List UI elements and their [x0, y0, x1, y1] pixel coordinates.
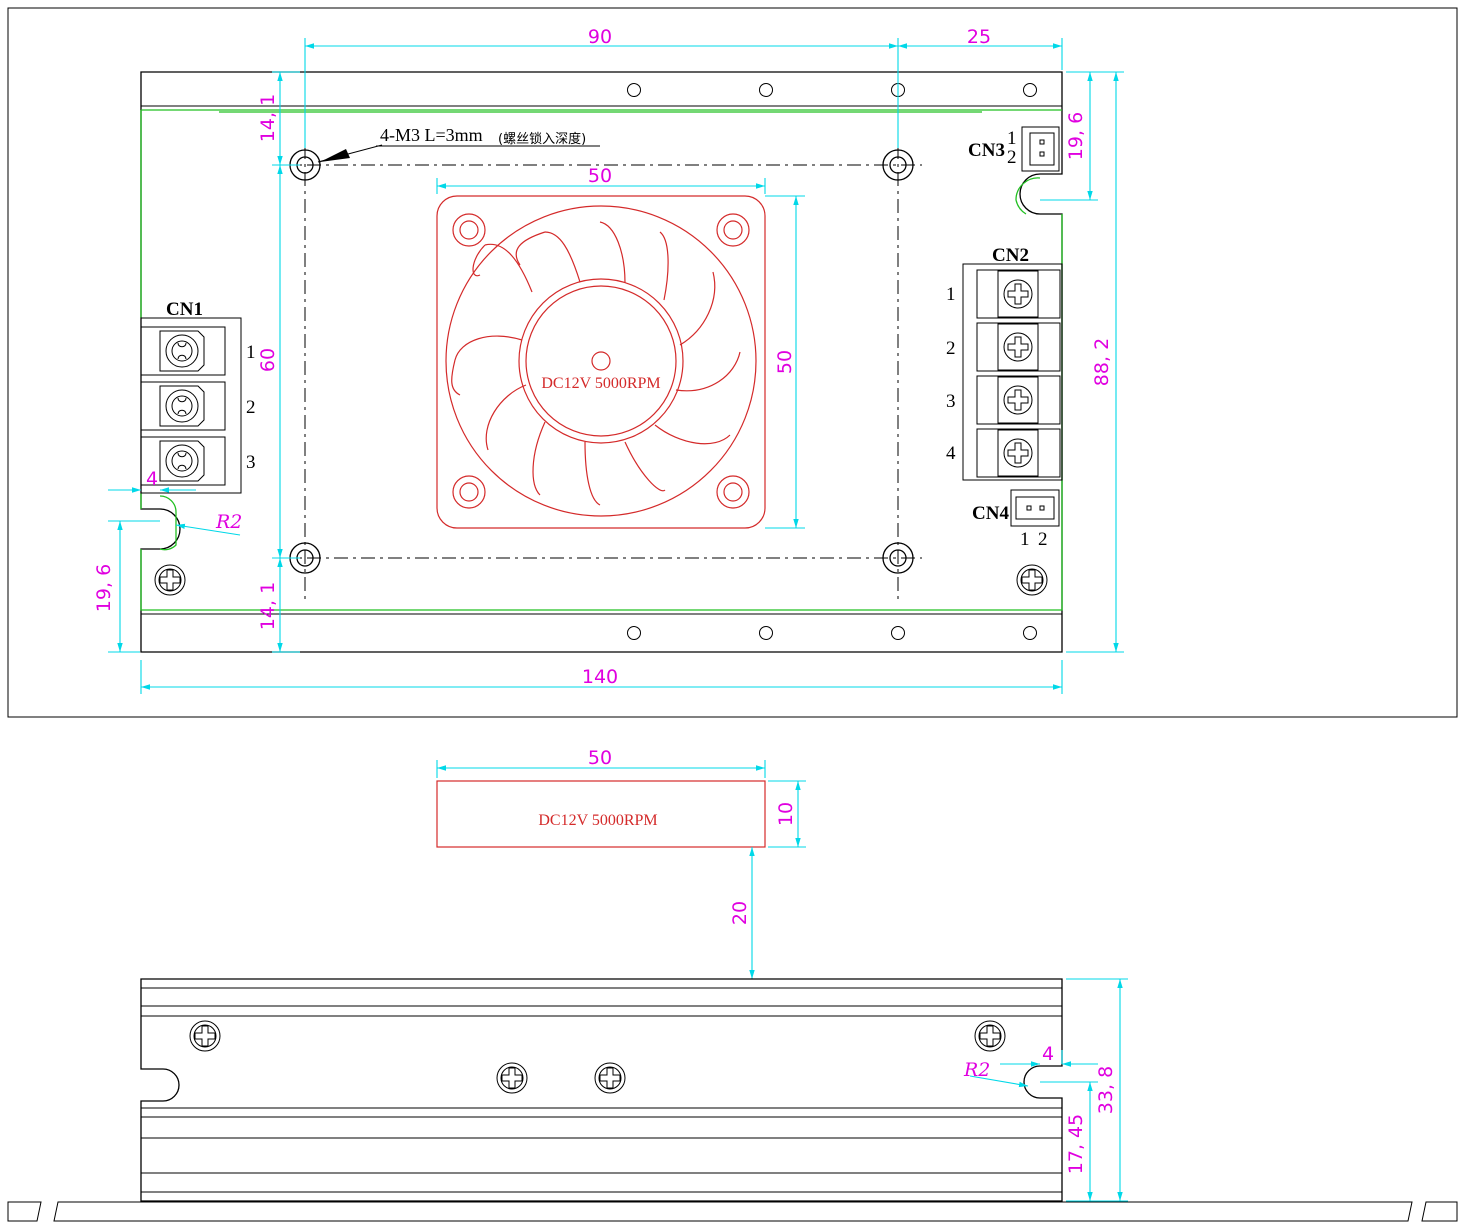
dim-right-offset: 25 [967, 26, 991, 48]
mount-note: 4-M3 L=3mm (螺丝锁入深度) [317, 125, 600, 163]
mount-note-depth: (螺丝锁入深度) [498, 131, 586, 147]
dim-slot-width: 4 [146, 468, 158, 490]
dim-cn3-offset: 19, 6 [1065, 112, 1087, 160]
dim-side-slot-width: 4 [1042, 1043, 1054, 1065]
side-dimensions: 33, 8 17, 45 4 R2 [963, 978, 1128, 1202]
dim-hole-span-x: 90 [588, 26, 612, 48]
side-fan-dimensions: 50 10 20 [436, 747, 806, 979]
cn2-pin-2: 2 [946, 338, 956, 359]
cn3-pin-1: 1 [1007, 128, 1017, 149]
cn1-pin-3: 3 [246, 452, 256, 473]
connector-cn2: CN2 1 2 3 4 [946, 245, 1063, 481]
cn2-pin-1: 1 [946, 284, 956, 305]
cn2-label: CN2 [992, 245, 1029, 266]
dim-side-slot-height: 17, 45 [1065, 1114, 1087, 1174]
mounting-holes [289, 149, 914, 574]
dim-overall-height: 88, 2 [1091, 338, 1113, 386]
dim-overall-width: 140 [582, 666, 618, 688]
base-plate [7, 1201, 1458, 1222]
cn3-pin-2: 2 [1007, 147, 1017, 168]
dim-side-overall-height: 33, 8 [1095, 1066, 1117, 1114]
dim-fan-width: 50 [588, 165, 612, 187]
cn2-pin-4: 4 [946, 443, 956, 464]
cn4-pin-2: 2 [1038, 529, 1048, 550]
dim-fan-thickness: 10 [775, 802, 797, 826]
corner-screws [154, 564, 1048, 596]
cn4-pin-1: 1 [1020, 529, 1030, 550]
dim-side-fan-width: 50 [588, 747, 612, 769]
connector-cn4: CN4 1 2 [972, 489, 1060, 550]
mount-note-text: 4-M3 L=3mm [380, 125, 483, 145]
cn2-pin-3: 3 [946, 391, 956, 412]
connector-cn3: CN3 1 2 [968, 126, 1060, 172]
rail-holes [627, 83, 1037, 640]
fan-top-label: DC12V 5000RPM [541, 375, 660, 392]
fan-side: DC12V 5000RPM [436, 780, 766, 848]
cn1-label: CN1 [166, 299, 203, 320]
top-dimensions: 90 25 50 50 14, 1 60 14, 1 19, 6 88, 2 [93, 26, 1124, 694]
dim-left-slot-offset: 19, 6 [93, 564, 115, 612]
fan-side-label: DC12V 5000RPM [538, 812, 657, 829]
cn4-label: CN4 [972, 503, 1009, 524]
enclosure-top [140, 71, 1063, 653]
fan-top: DC12V 5000RPM [436, 195, 766, 529]
cn3-label: CN3 [968, 140, 1005, 161]
connector-cn1: CN1 1 2 3 [140, 299, 256, 494]
dim-slot-radius: R2 [215, 511, 242, 533]
dim-fan-height: 50 [774, 350, 796, 374]
dim-fan-gap: 20 [729, 901, 751, 925]
cn1-pin-2: 2 [246, 397, 256, 418]
cn1-pin-1: 1 [246, 342, 256, 363]
center-lines [280, 145, 922, 600]
dim-hole-span-y: 60 [257, 348, 279, 372]
dim-side-slot-radius: R2 [963, 1059, 990, 1081]
dim-top-margin: 14, 1 [257, 94, 279, 142]
dim-bottom-margin: 14, 1 [257, 582, 279, 630]
enclosure-side [140, 978, 1063, 1202]
top-view-frame [7, 7, 1458, 718]
